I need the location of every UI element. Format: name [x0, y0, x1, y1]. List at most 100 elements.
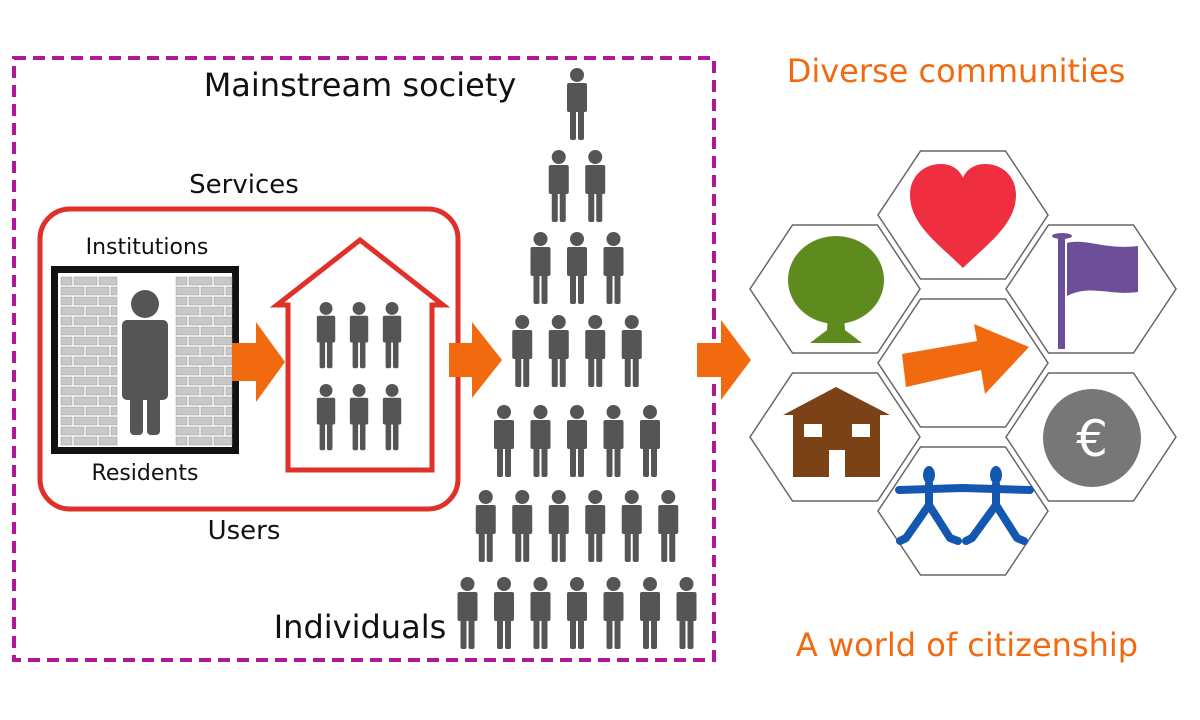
person-icon	[349, 302, 369, 369]
brick	[188, 316, 213, 326]
brick	[85, 346, 110, 356]
brick	[85, 406, 110, 416]
brick	[60, 316, 73, 326]
brick	[188, 436, 213, 446]
brick	[175, 336, 188, 346]
brick	[175, 436, 188, 446]
arrow-icon	[902, 324, 1029, 394]
person-icon	[349, 384, 369, 451]
brick	[73, 396, 98, 406]
brick	[98, 276, 118, 286]
mainstream-label: Mainstream society	[204, 66, 517, 104]
person-icon	[658, 490, 679, 562]
brick	[200, 366, 225, 376]
brick	[188, 396, 213, 406]
brick	[188, 416, 213, 426]
group-home-residents	[316, 302, 402, 451]
person-icon	[494, 405, 514, 477]
person-icon	[316, 302, 336, 369]
brick	[200, 306, 225, 316]
world-of-citizenship-label: A world of citizenship	[796, 626, 1138, 664]
person-icon	[585, 150, 606, 222]
brick	[60, 356, 73, 366]
house-icon	[783, 387, 890, 477]
brick	[213, 396, 233, 406]
brick	[175, 366, 200, 376]
brick	[200, 386, 225, 396]
brick	[213, 276, 233, 286]
brick	[213, 316, 233, 326]
brick	[213, 296, 233, 306]
brick	[175, 376, 188, 386]
brick	[85, 306, 110, 316]
brick	[98, 296, 118, 306]
brick	[73, 296, 98, 306]
brick	[60, 276, 73, 286]
brick	[73, 276, 98, 286]
brick	[225, 326, 233, 336]
brick	[200, 286, 225, 296]
person-icon	[621, 315, 642, 387]
brick	[213, 436, 233, 446]
brick	[110, 426, 118, 436]
brick	[60, 366, 85, 376]
brick	[213, 376, 233, 386]
brick	[213, 356, 233, 366]
institutions-label: Institutions	[86, 235, 209, 260]
brick	[175, 306, 200, 316]
brick	[98, 356, 118, 366]
brick	[200, 346, 225, 356]
brick	[98, 416, 118, 426]
person-icon	[457, 577, 478, 649]
institution-resident-icon	[122, 290, 168, 435]
person-icon	[585, 315, 606, 387]
brick	[85, 286, 110, 296]
brick	[73, 316, 98, 326]
person-icon	[512, 490, 533, 562]
brick	[98, 396, 118, 406]
arrow-icon	[449, 322, 502, 398]
brick	[188, 336, 213, 346]
mainstream-boundary	[12, 56, 716, 662]
brick	[110, 306, 118, 316]
person-icon	[548, 150, 569, 222]
person-icon	[475, 490, 496, 562]
person-icon	[567, 232, 587, 304]
person-icon	[382, 384, 402, 451]
brick	[225, 406, 233, 416]
brick	[225, 346, 233, 356]
brick	[175, 276, 188, 286]
diverse-communities-label: Diverse communities	[787, 52, 1126, 90]
person-icon	[316, 384, 336, 451]
brick	[175, 286, 200, 296]
services-label: Services	[189, 170, 299, 200]
users-label: Users	[208, 516, 281, 546]
brick	[175, 426, 200, 436]
group-home-outline	[269, 236, 451, 473]
person-icon	[603, 405, 624, 477]
brick	[175, 296, 188, 306]
brick	[60, 346, 85, 356]
brick	[225, 366, 233, 376]
brick	[225, 386, 233, 396]
people-holding-hands-icon	[895, 466, 1034, 545]
brick	[85, 386, 110, 396]
tree-icon	[788, 236, 884, 343]
brick	[60, 326, 85, 336]
brick	[73, 376, 98, 386]
brick	[175, 316, 188, 326]
brick	[175, 416, 188, 426]
person-icon	[548, 315, 569, 387]
person-icon	[530, 405, 551, 477]
person-icon	[567, 68, 587, 140]
brick	[188, 296, 213, 306]
brick	[188, 276, 213, 286]
brick	[60, 296, 73, 306]
brick	[175, 346, 200, 356]
brick	[200, 406, 225, 416]
heart-icon	[910, 164, 1016, 268]
brick	[175, 406, 200, 416]
brick	[188, 376, 213, 386]
person-icon	[567, 577, 587, 649]
person-icon	[603, 232, 624, 304]
